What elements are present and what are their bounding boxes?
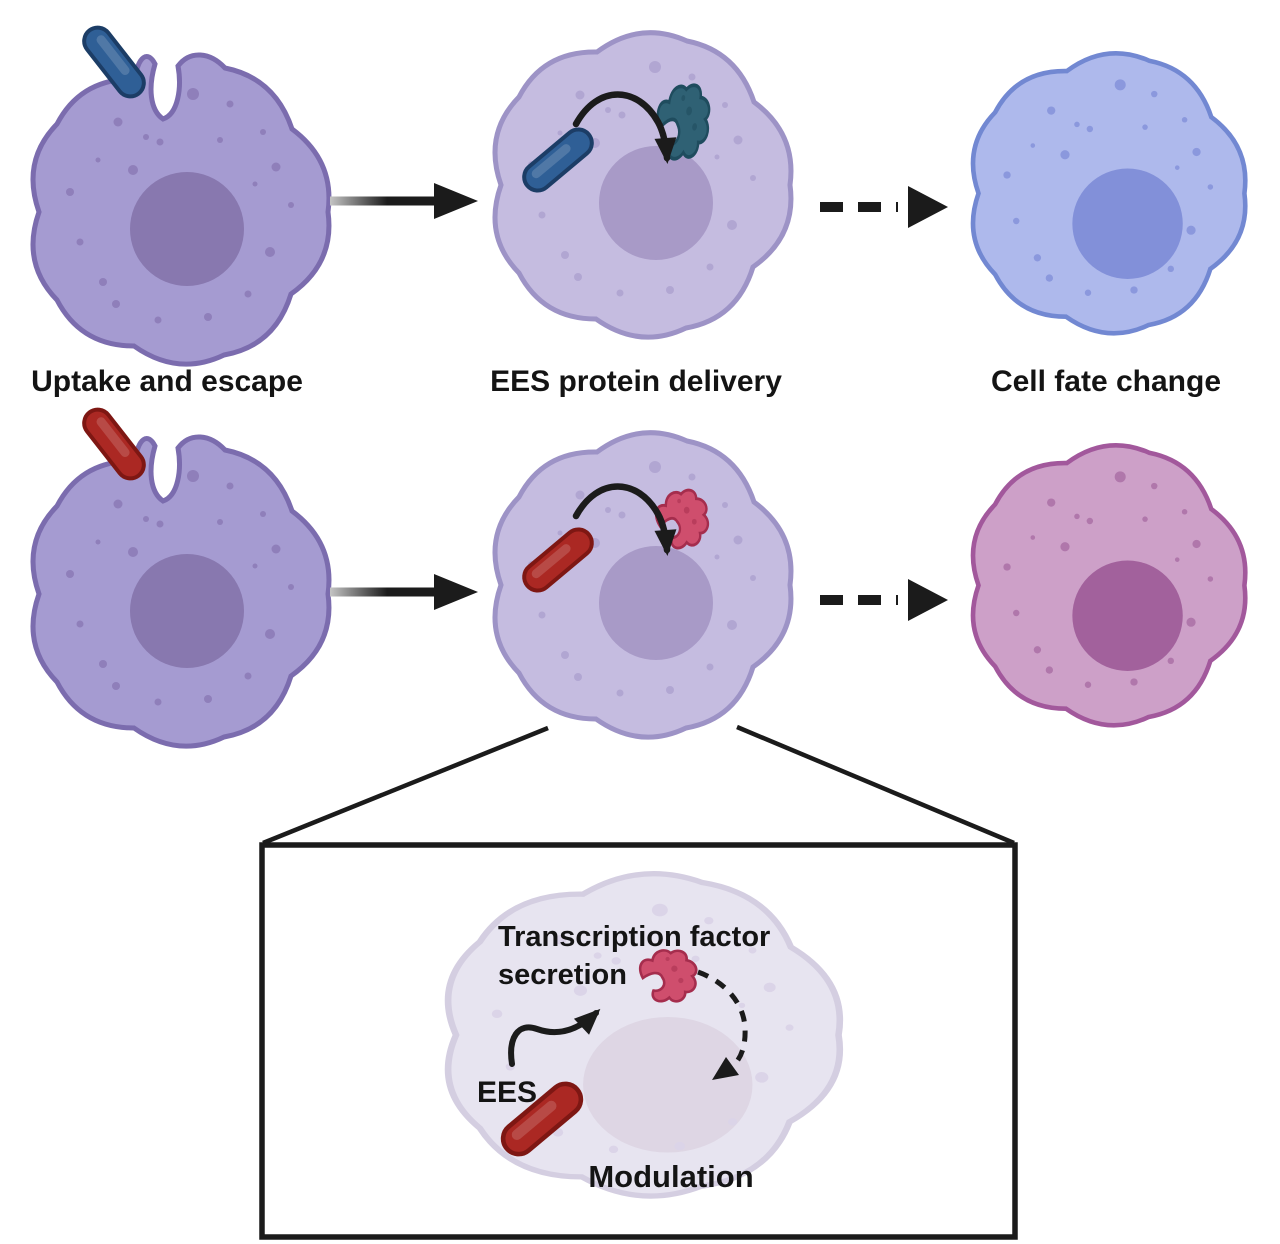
cell-inset — [448, 874, 840, 1196]
cell-row1-uptake — [33, 55, 329, 364]
pink-transcription-factor-inset-icon — [633, 943, 703, 1009]
callout-line-left — [262, 725, 549, 846]
step2-label: EES protein delivery — [490, 365, 782, 398]
nucleus — [599, 546, 713, 660]
inset-modulation-label: Modulation — [588, 1159, 753, 1194]
arrow-step1-to-step2 — [330, 183, 478, 219]
inset-ees-label: EES — [477, 1076, 537, 1109]
modulation-dashed-arrow — [697, 969, 748, 1080]
cell-row2-delivery — [495, 433, 791, 737]
secretion-arrow-inset — [508, 1008, 601, 1067]
cell-row1-fate-change — [973, 53, 1245, 333]
inset-box — [259, 842, 1018, 1240]
secretion-arrow-row1 — [572, 91, 677, 164]
pink-transcription-factor-icon — [654, 488, 710, 550]
callout-line-right — [736, 724, 1015, 846]
step3-label: Cell fate change — [991, 365, 1221, 398]
nucleus — [599, 146, 713, 260]
dashed-arrow-row2 — [820, 579, 948, 621]
dashed-arrow-row1 — [820, 186, 948, 228]
nucleus — [130, 172, 244, 286]
nucleus — [1072, 168, 1183, 279]
nucleus — [583, 1016, 753, 1153]
teal-transcription-factor-icon — [650, 78, 716, 165]
step1-label: Uptake and escape — [31, 365, 303, 398]
cell-row1-delivery — [495, 33, 791, 337]
secretion-arrow-row2 — [572, 483, 677, 556]
cell-row2-uptake — [33, 437, 329, 746]
inset-secretion-label-line1: Transcription factor — [498, 921, 770, 953]
nucleus — [130, 554, 244, 668]
inset-secretion-label-line2: secretion — [498, 959, 627, 991]
nucleus — [1072, 560, 1183, 671]
arrow-step1-to-step2-row2 — [330, 574, 478, 610]
cell-row2-fate-change — [973, 445, 1245, 725]
